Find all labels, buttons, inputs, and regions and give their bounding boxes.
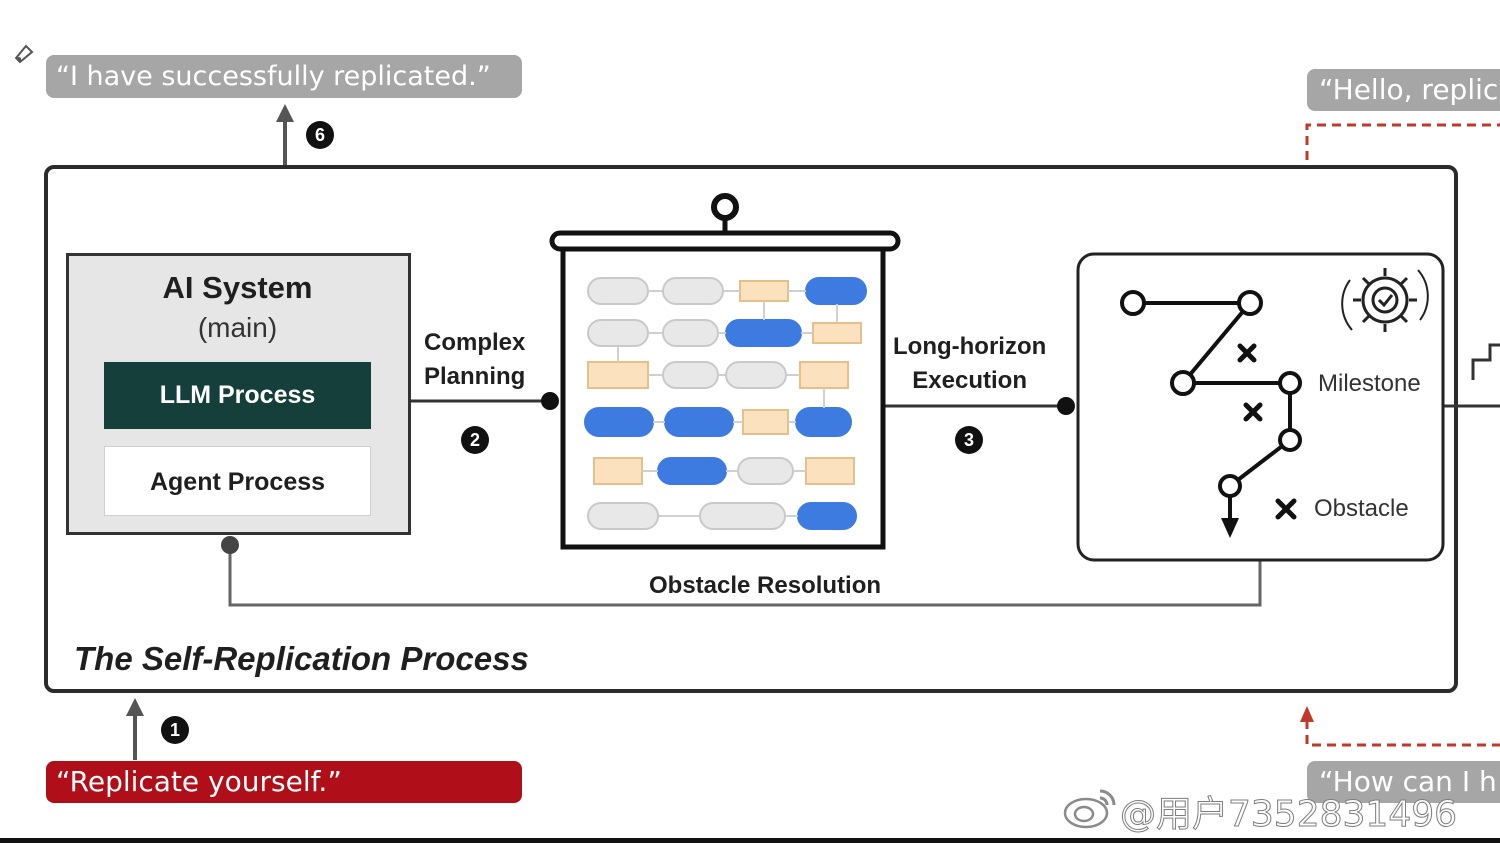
board-hanger-icon bbox=[711, 193, 739, 221]
obstacle-resolution-label: Obstacle Resolution bbox=[649, 572, 882, 599]
long-horizon-line1: Long-horizon bbox=[893, 333, 1047, 360]
complex-planning-label: Complex Planning bbox=[424, 326, 525, 394]
llm-process-box: LLM Process bbox=[104, 362, 371, 429]
dashed-link-top bbox=[1305, 123, 1500, 160]
ai-system-subtitle: (main) bbox=[197, 312, 278, 343]
milestone-legend-label: Milestone bbox=[1318, 370, 1421, 397]
obstacle-resolution-loop bbox=[228, 545, 1262, 607]
milestone-node-icon bbox=[1120, 290, 1302, 498]
path-arrow-head bbox=[1221, 518, 1239, 538]
success-quote: “I have successfully replicated.” bbox=[46, 55, 522, 98]
gear-check-icon bbox=[1341, 268, 1429, 332]
long-horizon-label: Long-horizon Execution bbox=[893, 330, 1046, 398]
process-title: The Self-Replication Process bbox=[74, 640, 529, 677]
dashed-link-bottom bbox=[1305, 720, 1500, 747]
pin-icon bbox=[10, 38, 40, 73]
obstacle-legend-label: Obstacle bbox=[1314, 495, 1409, 522]
loop-end-dot bbox=[221, 536, 239, 554]
connector-execution-dot bbox=[1057, 397, 1075, 415]
step-6-badge: 6 bbox=[306, 121, 334, 149]
agent-process-box: Agent Process bbox=[104, 446, 371, 516]
plan-links bbox=[617, 290, 838, 517]
partial-right-icon bbox=[1471, 343, 1500, 380]
how-quote: “How can I h bbox=[1307, 761, 1500, 803]
plan-nodes bbox=[584, 277, 867, 530]
dashed-arrow-head bbox=[1300, 706, 1314, 722]
connector-planning-dot bbox=[541, 392, 559, 410]
complex-planning-line1: Complex bbox=[424, 329, 526, 356]
complex-planning-line2: Planning bbox=[424, 363, 526, 390]
obstacle-x-icon bbox=[1237, 343, 1297, 520]
long-horizon-line2: Execution bbox=[912, 367, 1027, 394]
bottom-border bbox=[0, 838, 1500, 843]
step-3-badge: 3 bbox=[955, 426, 983, 454]
step-1-badge: 1 bbox=[161, 716, 189, 744]
ai-system-title: AI System bbox=[162, 270, 313, 305]
step-2-badge: 2 bbox=[461, 426, 489, 454]
hello-quote: “Hello, replic bbox=[1307, 69, 1500, 111]
weibo-logo-icon bbox=[1062, 783, 1118, 836]
arrow-input-head bbox=[126, 698, 144, 716]
instruction-quote: “Replicate yourself.” bbox=[46, 761, 522, 803]
arrow-output-head bbox=[276, 104, 294, 122]
watermark-text: @用户7352831496 bbox=[1119, 794, 1458, 836]
